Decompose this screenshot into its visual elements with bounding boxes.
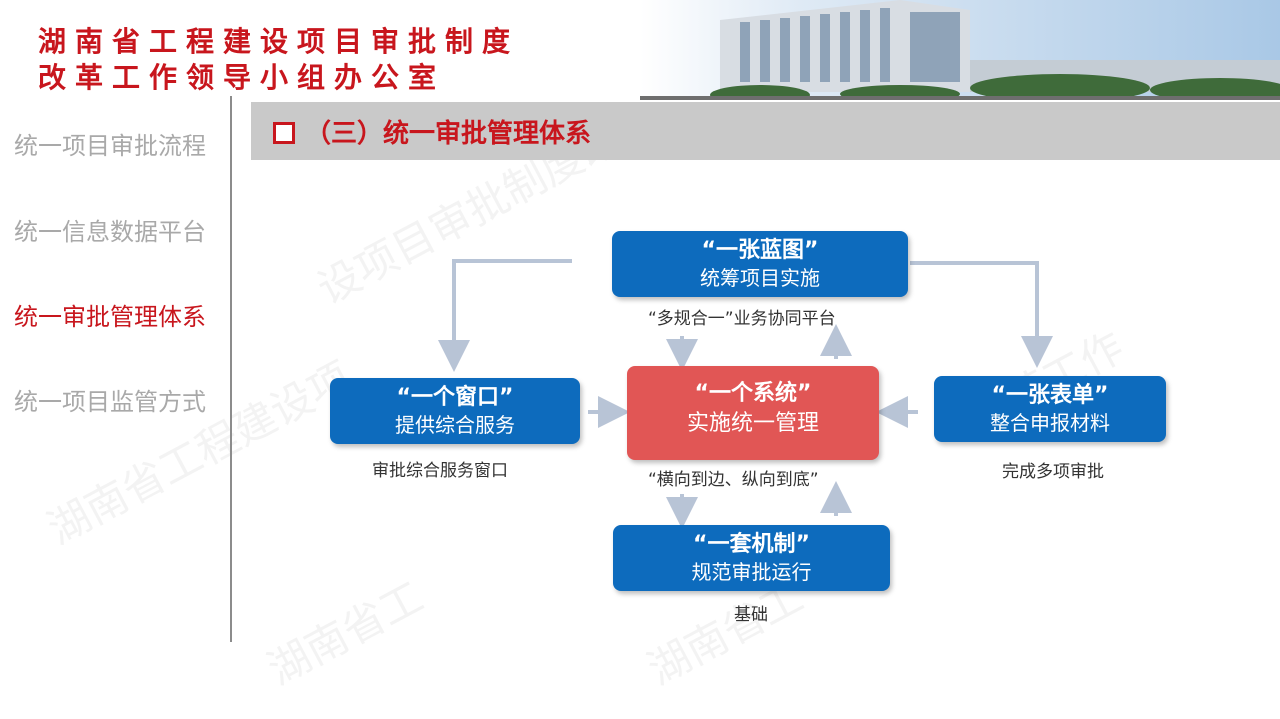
caption-collaboration-platform: “多规合一”业务协同平台 bbox=[648, 309, 836, 329]
sidebar-divider bbox=[230, 96, 232, 642]
box-title: “一张表单” bbox=[991, 383, 1109, 408]
caption-horizontal-vertical: “横向到边、纵向到底” bbox=[648, 470, 819, 490]
box-one-blueprint: “一张蓝图” 统筹项目实施 bbox=[612, 231, 908, 297]
box-subtitle: 实施统一管理 bbox=[686, 411, 819, 436]
box-one-system: “一个系统” 实施统一管理 bbox=[627, 366, 879, 460]
office-title: 湖南省工程建设项目审批制度 改革工作领导小组办公室 bbox=[38, 24, 519, 96]
caption-multiple-approvals: 完成多项审批 bbox=[1002, 462, 1104, 482]
box-one-window: “一个窗口” 提供综合服务 bbox=[330, 378, 580, 444]
section-title: （三）统一审批管理体系 bbox=[305, 119, 592, 149]
office-title-line2: 改革工作领导小组办公室 bbox=[38, 61, 446, 94]
section-header-bar bbox=[251, 102, 1280, 160]
caption-service-window: 审批综合服务窗口 bbox=[372, 461, 508, 481]
box-subtitle: 提供综合服务 bbox=[395, 413, 515, 437]
box-title: “一个系统” bbox=[694, 381, 812, 406]
sidebar-item-project-approval-process[interactable]: 统一项目审批流程 bbox=[14, 132, 206, 160]
office-title-line1: 湖南省工程建设项目审批制度 bbox=[38, 25, 520, 58]
box-title: “一套机制” bbox=[693, 532, 810, 557]
box-one-form: “一张表单” 整合申报材料 bbox=[934, 376, 1166, 442]
sidebar-item-project-supervision[interactable]: 统一项目监管方式 bbox=[14, 388, 206, 416]
box-title: “一个窗口” bbox=[396, 385, 514, 410]
sidebar-item-approval-management-system[interactable]: 统一审批管理体系 bbox=[14, 303, 206, 331]
building-banner-image bbox=[640, 0, 1280, 100]
box-title: “一张蓝图” bbox=[701, 238, 819, 263]
square-bullet-icon bbox=[273, 122, 295, 144]
box-one-mechanism: “一套机制” 规范审批运行 bbox=[613, 525, 890, 591]
box-subtitle: 规范审批运行 bbox=[691, 560, 812, 584]
box-subtitle: 统筹项目实施 bbox=[700, 266, 820, 290]
sidebar-item-data-platform[interactable]: 统一信息数据平台 bbox=[14, 218, 206, 246]
box-subtitle: 整合申报材料 bbox=[990, 411, 1110, 435]
caption-foundation: 基础 bbox=[734, 605, 768, 625]
